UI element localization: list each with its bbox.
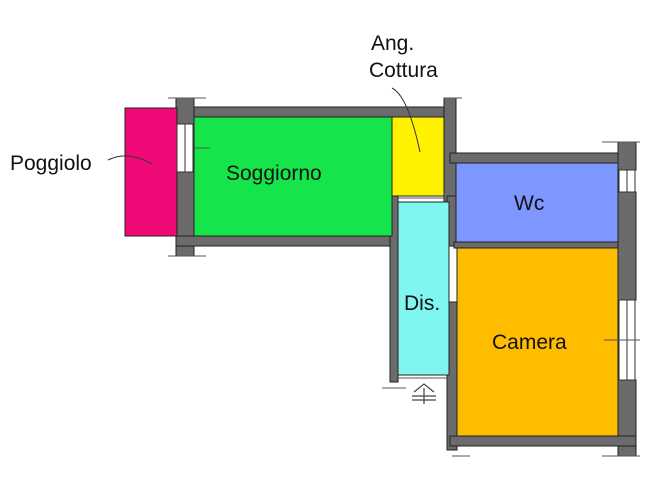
label-soggiorno: Soggiorno — [226, 162, 322, 185]
label-wc: Wc — [514, 192, 544, 215]
room-wc — [455, 162, 619, 243]
label-cottura-line1: Ang. — [371, 32, 414, 55]
room-dis — [397, 201, 450, 376]
leader-line-poggiolo — [107, 155, 153, 165]
room-camera — [456, 247, 619, 437]
room-soggiorno — [193, 116, 393, 237]
room-cottura — [391, 116, 445, 197]
label-cottura-line2: Cottura — [369, 59, 438, 82]
leader-line-cottura — [391, 87, 421, 153]
windows — [176, 123, 636, 381]
drafting-lines — [168, 97, 640, 457]
label-camera: Camera — [492, 331, 567, 354]
entrance-arrow-icon — [412, 383, 436, 404]
label-dis: Dis. — [404, 292, 440, 315]
room-poggiolo — [124, 107, 178, 237]
walls — [175, 97, 637, 457]
label-poggiolo: Poggiolo — [10, 152, 92, 175]
